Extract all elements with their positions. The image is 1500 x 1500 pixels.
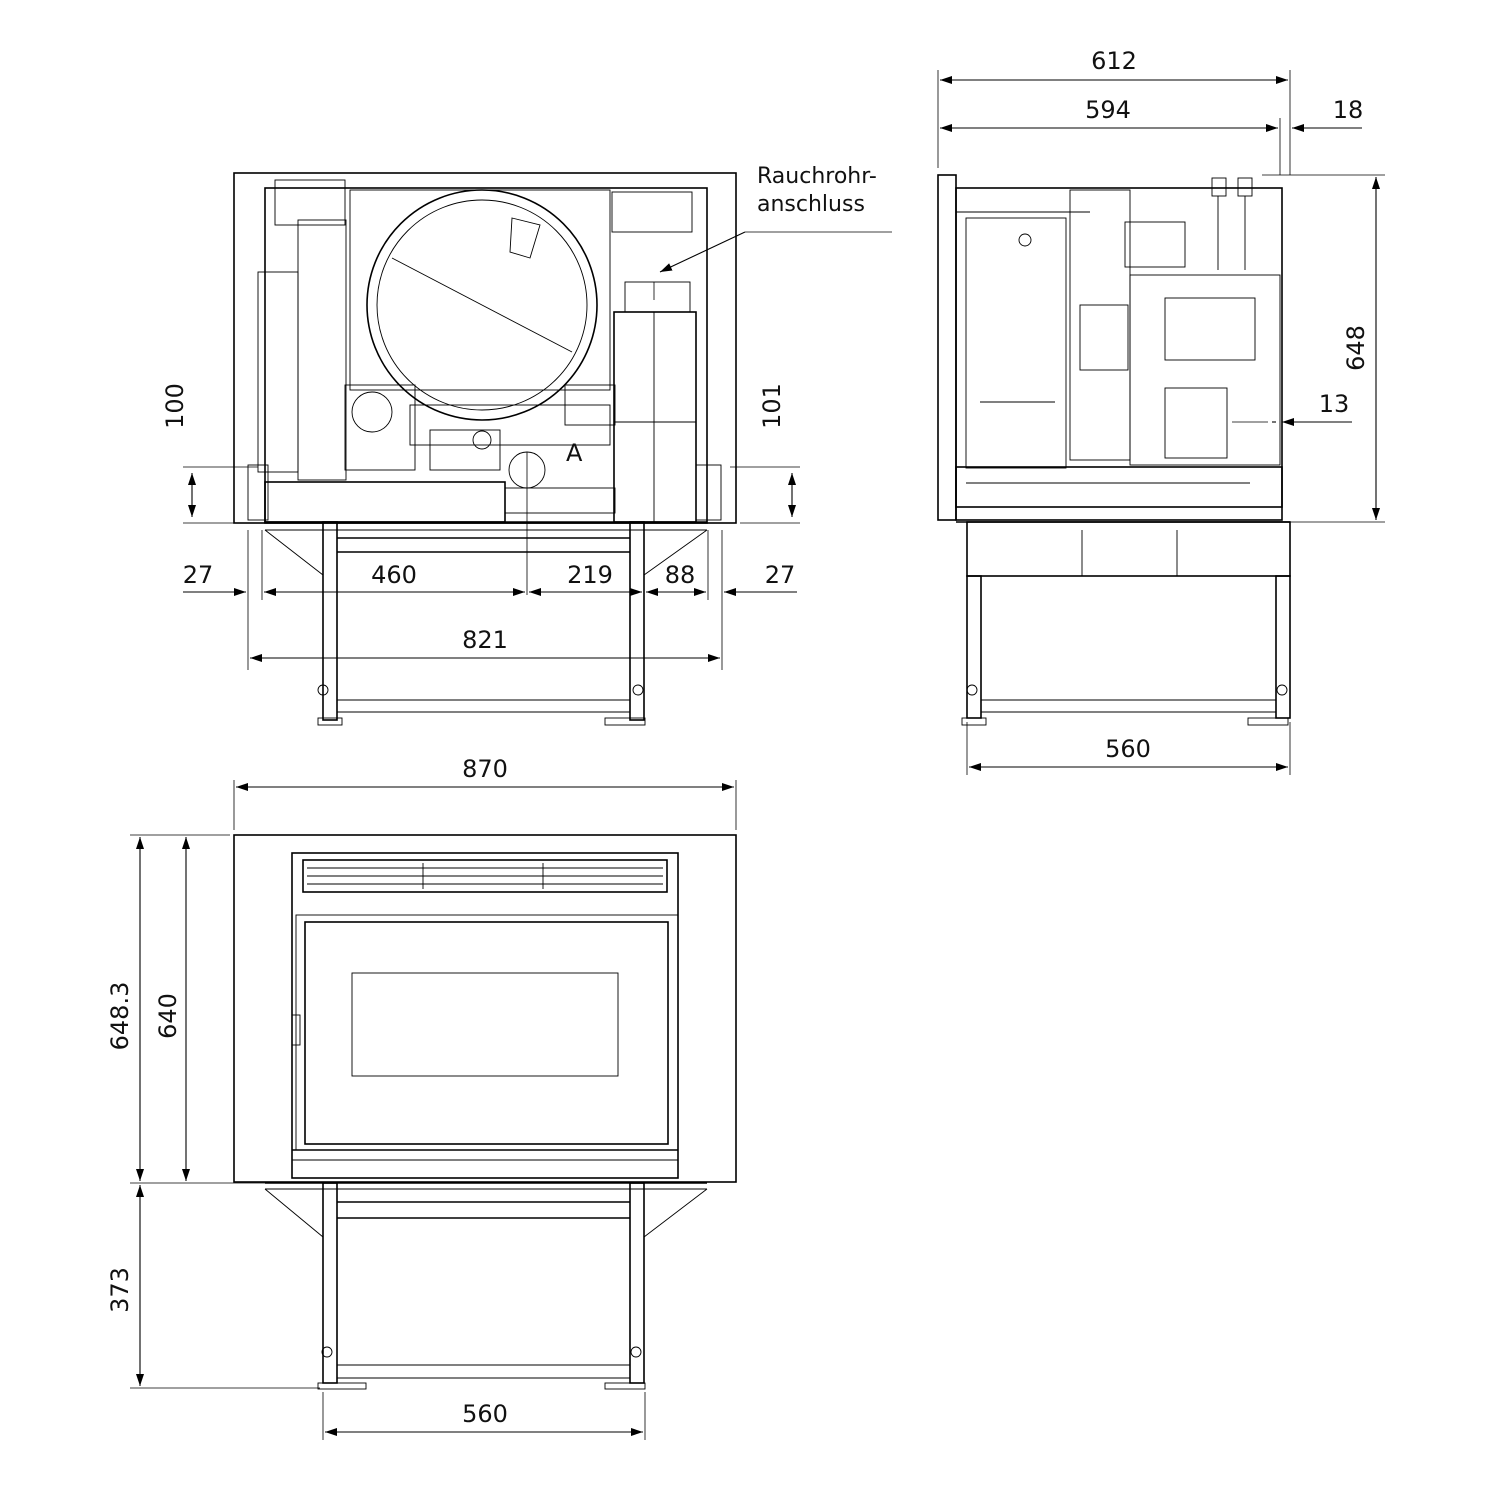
rear-view-dimensions: 100 101 27 460 219 88 27 821	[161, 383, 800, 670]
rear-body-frame	[264, 187, 708, 524]
front-stand-left-leg	[322, 1182, 338, 1384]
dim-outer-height: 648.3	[106, 982, 134, 1051]
flue-label-line1: Rauchrohr-	[757, 164, 877, 189]
dim-left-to-flue: 460	[371, 561, 417, 589]
side-stand-right-leg	[1275, 575, 1291, 719]
dim-height-left: 100	[161, 383, 189, 429]
dim-inner-height: 640	[154, 993, 182, 1039]
rear-cladding-outline	[233, 172, 737, 524]
dim-body-depth: 594	[1085, 96, 1131, 124]
side-bottom-rail	[955, 466, 1283, 508]
dim-flue-to-leg: 219	[567, 561, 613, 589]
dim-leg-to-edge: 88	[665, 561, 696, 589]
side-view	[937, 174, 1291, 726]
side-view-dimensions: 612 594 18 648 13 560	[937, 47, 1385, 775]
front-viewing-window	[351, 972, 619, 1077]
dim-front-width: 870	[462, 755, 508, 783]
front-air-grille	[302, 859, 668, 893]
rear-stand-right-leg	[629, 521, 645, 721]
dim-left-margin: 27	[183, 561, 214, 589]
dim-height-right: 101	[758, 383, 786, 429]
door-handle	[291, 1014, 301, 1046]
side-body-outline	[955, 187, 1283, 521]
front-stand-right-leg	[629, 1182, 645, 1384]
dim-front-leg-width: 560	[462, 1400, 508, 1428]
rear-stand-left-leg	[322, 521, 338, 721]
dim-base-width: 821	[462, 626, 508, 654]
dim-stand-height: 373	[106, 1267, 134, 1313]
front-cladding-outline	[233, 834, 737, 1183]
dim-connection: 13	[1319, 390, 1350, 418]
flue-ring	[366, 189, 598, 421]
rear-view	[233, 172, 737, 726]
front-body	[291, 852, 679, 1179]
dim-right-margin: 27	[765, 561, 796, 589]
side-control-box	[1129, 274, 1281, 466]
side-front-plate	[937, 174, 957, 521]
front-view-dimensions: 870 648.3 640 373 560	[106, 755, 737, 1440]
front-view	[233, 834, 737, 1390]
dim-side-leg-width: 560	[1105, 735, 1151, 763]
flue-label-line2: anschluss	[757, 192, 865, 217]
marker-a: A	[566, 439, 583, 467]
dim-total-depth: 612	[1091, 47, 1137, 75]
front-door	[304, 921, 669, 1145]
dim-offset: 18	[1333, 96, 1364, 124]
dim-height: 648	[1342, 325, 1370, 371]
side-stand-left-leg	[966, 575, 982, 719]
